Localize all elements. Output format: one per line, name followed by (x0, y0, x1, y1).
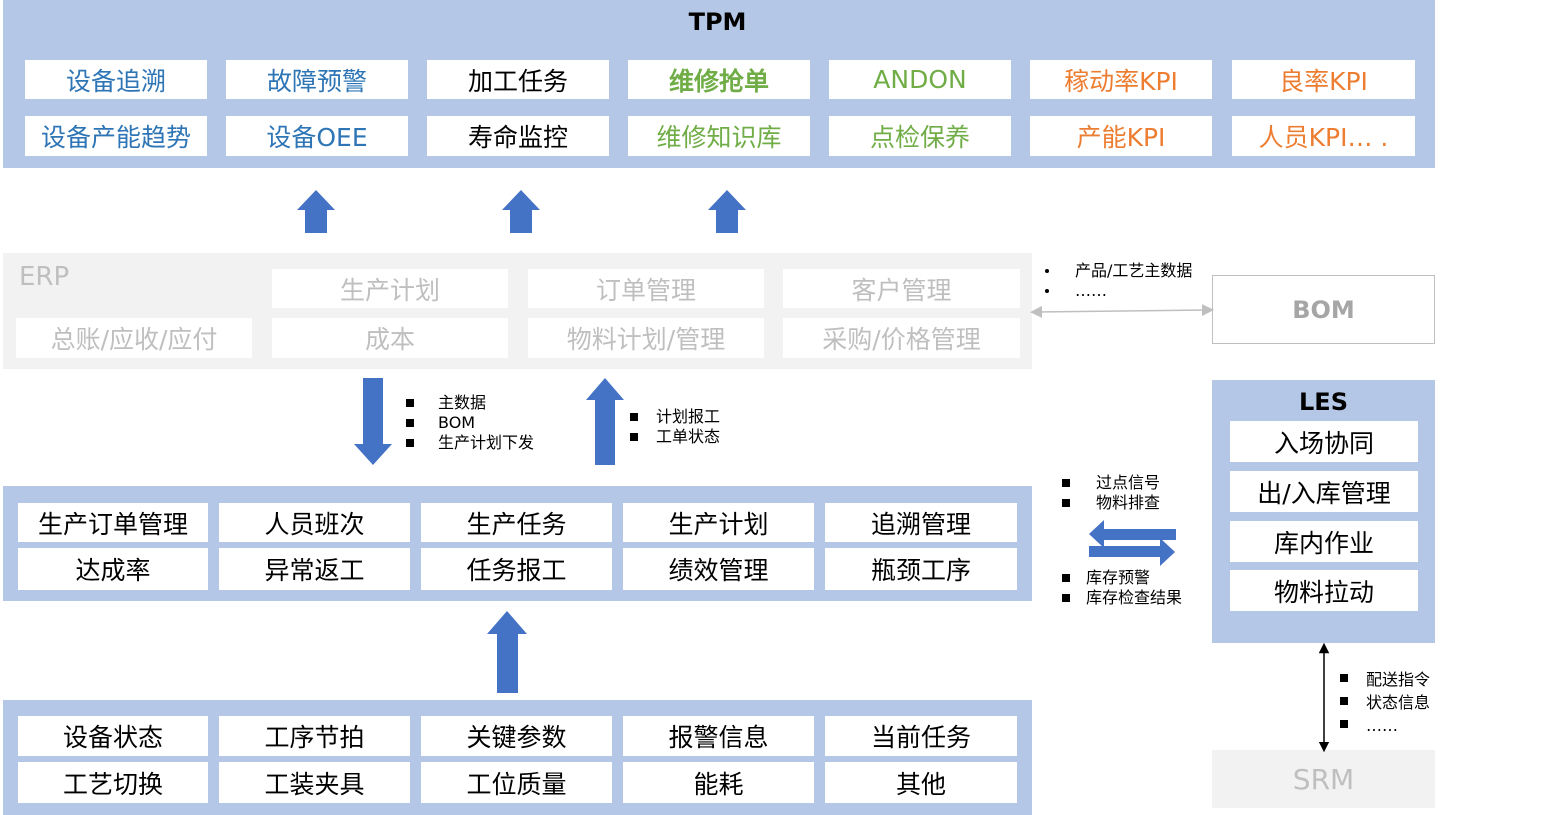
device-key-params: 关键参数 (421, 716, 612, 756)
mes-performance: 绩效管理 (623, 548, 814, 590)
tpm-inspection: 点检保养 (829, 116, 1011, 156)
erp-cost: 成本 (272, 318, 508, 358)
tpm-equipment-oee: 设备OEE (226, 116, 408, 156)
arrow-right-icon (1089, 538, 1175, 566)
device-energy: 能耗 (623, 762, 814, 803)
les-material-pull: 物料拉动 (1230, 570, 1418, 611)
mes-les-notes-top: 过点信号 物料排查 (1060, 473, 1160, 513)
les-warehouse-ops: 库内作业 (1230, 521, 1418, 562)
note-item: 产品/工艺主数据 (1042, 261, 1192, 281)
mes-staff-shift: 人员班次 (219, 503, 410, 542)
les-inbound-collab: 入场协同 (1230, 421, 1418, 462)
device-other: 其他 (825, 762, 1017, 803)
mes-order-mgmt: 生产订单管理 (18, 503, 208, 542)
tpm-utilization-kpi: 稼动率KPI (1030, 60, 1212, 99)
tpm-andon: ANDON (829, 60, 1011, 99)
bom-box: BOM (1212, 275, 1435, 344)
tpm-title: TPM (688, 8, 747, 36)
note-item: 库存检查结果 (1060, 588, 1182, 608)
note-item: 物料排查 (1060, 493, 1160, 513)
erp-order-mgmt: 订单管理 (528, 269, 764, 308)
note-item: 库存预警 (1060, 568, 1182, 588)
arrow-down-icon (354, 378, 392, 465)
note-item: 状态信息 (1338, 691, 1430, 714)
note-item: 生产计划下发 (404, 433, 534, 453)
erp-customer-mgmt: 客户管理 (783, 269, 1020, 308)
mes-achievement: 达成率 (18, 548, 208, 590)
device-status: 设备状态 (18, 716, 208, 756)
device-cycle-time: 工序节拍 (219, 716, 410, 756)
arrow-up-icon (708, 190, 746, 233)
note-item: 主数据 (404, 393, 534, 413)
arrow-bidirectional-icon (1030, 304, 1214, 318)
mes-les-notes-bottom: 库存预警 库存检查结果 (1060, 568, 1182, 608)
erp-production-plan: 生产计划 (272, 269, 508, 308)
note-item: 配送指令 (1338, 668, 1430, 691)
mes-task-report: 任务报工 (421, 548, 612, 590)
les-srm-notes: 配送指令 状态信息 …… (1338, 668, 1430, 737)
tpm-life-monitor: 寿命监控 (427, 116, 609, 156)
erp-ledger: 总账/应收/应付 (16, 318, 252, 358)
arrow-up-icon (487, 611, 527, 693)
mes-bottleneck: 瓶颈工序 (825, 548, 1017, 590)
arrow-up-icon (297, 190, 335, 233)
les-title: LES (1299, 388, 1348, 416)
erp-bom-notes: 产品/工艺主数据 …… (1042, 261, 1192, 301)
note-item: 过点信号 (1060, 473, 1160, 493)
erp-title: ERP (19, 262, 70, 292)
mes-rework: 异常返工 (219, 548, 410, 590)
tpm-staff-kpi: 人员KPI… . (1232, 116, 1415, 156)
device-current-task: 当前任务 (825, 716, 1017, 756)
mes-production-plan: 生产计划 (623, 503, 814, 542)
arrow-left-icon (1089, 520, 1176, 548)
mes-production-task: 生产任务 (421, 503, 612, 542)
tpm-fault-warning: 故障预警 (226, 60, 408, 99)
mes-to-erp-notes: 计划报工 工单状态 (628, 407, 720, 447)
erp-material-plan: 物料计划/管理 (528, 318, 764, 358)
note-item: …… (1042, 281, 1192, 301)
tpm-repair-knowledge: 维修知识库 (628, 116, 810, 156)
erp-procurement: 采购/价格管理 (783, 318, 1020, 358)
device-alarm-info: 报警信息 (623, 716, 814, 756)
srm-box: SRM (1212, 750, 1435, 808)
device-station-quality: 工位质量 (421, 762, 612, 803)
les-in-out-mgmt: 出/入库管理 (1230, 471, 1418, 512)
note-item: 计划报工 (628, 407, 720, 427)
erp-to-mes-notes: 主数据 BOM 生产计划下发 (404, 393, 534, 453)
tpm-capacity-trend: 设备产能趋势 (25, 116, 207, 156)
device-fixtures: 工装夹具 (219, 762, 410, 803)
mes-trace-mgmt: 追溯管理 (825, 503, 1017, 542)
arrow-up-icon (502, 190, 540, 233)
tpm-machining-task: 加工任务 (427, 60, 609, 99)
note-item: 工单状态 (628, 427, 720, 447)
tpm-capacity-kpi: 产能KPI (1030, 116, 1212, 156)
arrow-up-icon (586, 378, 624, 465)
tpm-repair-grab: 维修抢单 (628, 60, 810, 99)
note-item: …… (1338, 714, 1430, 737)
tpm-equipment-trace: 设备追溯 (25, 60, 207, 99)
note-item: BOM (404, 413, 534, 433)
tpm-yield-kpi: 良率KPI (1232, 60, 1415, 99)
device-process-switch: 工艺切换 (18, 762, 208, 803)
